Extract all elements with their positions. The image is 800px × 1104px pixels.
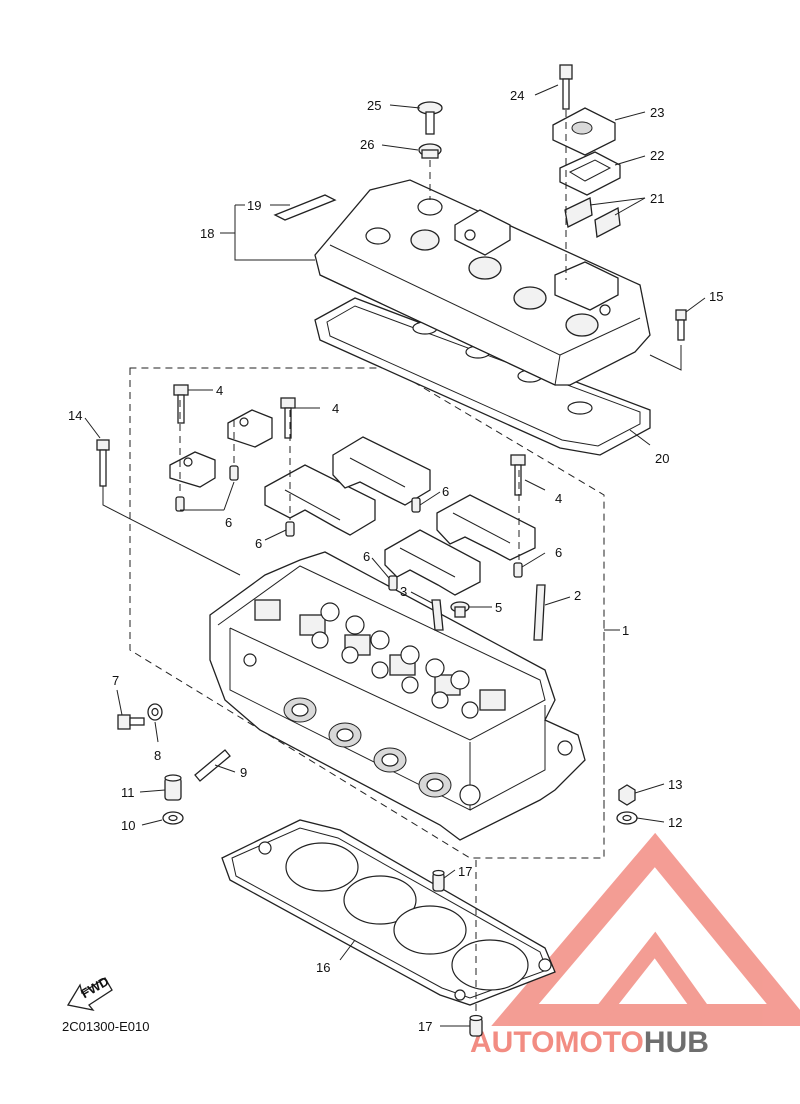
watermark-text: AUTOMOTOHUB <box>470 1026 709 1059</box>
callout-4c: 4 <box>555 491 562 506</box>
cylinder-head <box>209 551 586 841</box>
camshaft-cap-left-b <box>227 409 273 448</box>
callout-22: 22 <box>650 148 664 163</box>
dowel-pin-upper <box>432 869 445 892</box>
callout-6a: 6 <box>225 515 232 530</box>
cap-bolt-right <box>510 454 526 496</box>
collar-11 <box>164 774 182 801</box>
camshaft-cap-center-b <box>332 436 431 506</box>
stud-9 <box>194 749 231 782</box>
plate-19 <box>273 194 337 221</box>
reed-valves-21 <box>564 197 621 239</box>
callout-14: 14 <box>68 408 82 423</box>
callout-12: 12 <box>668 815 682 830</box>
camshaft-cap-center-c <box>384 529 481 596</box>
callout-24: 24 <box>510 88 524 103</box>
callout-6d: 6 <box>442 484 449 499</box>
callout-19: 19 <box>247 198 261 213</box>
callout-6b: 6 <box>255 536 262 551</box>
callout-17b: 17 <box>418 1019 432 1034</box>
oil-pipe-3 <box>431 599 444 631</box>
bolt-7 <box>117 714 145 730</box>
callout-4a: 4 <box>216 383 223 398</box>
reed-plate-22 <box>559 151 621 196</box>
callout-25: 25 <box>367 98 381 113</box>
dowel-pin-lower <box>469 1014 483 1037</box>
callout-6c: 6 <box>363 549 370 564</box>
head-cover <box>314 179 651 386</box>
callout-labels: 1 2 3 4 4 4 5 6 6 6 6 6 6 6 7 8 9 10 11 … <box>68 88 723 1034</box>
callout-23: 23 <box>650 105 664 120</box>
callout-21: 21 <box>650 191 664 206</box>
dowel-pins-6 <box>175 465 523 591</box>
head-cover-gasket <box>314 297 651 456</box>
callout-6e: 6 <box>555 545 562 560</box>
callout-13: 13 <box>668 777 682 792</box>
callout-1: 1 <box>622 623 629 638</box>
camshaft-cap-left-a <box>169 451 216 488</box>
cap-bolt-center <box>280 397 296 439</box>
callout-8: 8 <box>154 748 161 763</box>
oil-pipe-2 <box>533 584 546 641</box>
long-bolt-14 <box>96 439 110 487</box>
washer-8 <box>147 703 163 721</box>
callout-3: 3 <box>400 584 407 599</box>
fwd-arrow-icon <box>66 977 113 1011</box>
camshaft-cap-right <box>436 494 536 561</box>
assembly-dashed-outlines <box>129 367 605 859</box>
callout-11: 11 <box>121 785 135 800</box>
spark-plug-15 <box>675 309 687 341</box>
bolt-24 <box>559 64 573 110</box>
callout-20: 20 <box>655 451 669 466</box>
callout-5: 5 <box>495 600 502 615</box>
callout-18: 18 <box>200 226 214 241</box>
watermark-logo <box>491 832 800 1026</box>
callout-7: 7 <box>112 673 119 688</box>
grommet-26 <box>418 143 442 159</box>
grommet-bolt-25 <box>417 101 443 135</box>
callout-4b: 4 <box>332 401 339 416</box>
washer-10 <box>162 811 184 825</box>
callout-2: 2 <box>574 588 581 603</box>
callout-16: 16 <box>316 960 330 975</box>
cover-23 <box>552 107 616 156</box>
diagram-code: 2C01300-E010 <box>62 1019 149 1034</box>
nut-13 <box>618 784 636 806</box>
callout-9: 9 <box>240 765 247 780</box>
plug-5 <box>450 601 470 618</box>
watermark-part1: AUTOMOTO <box>470 1026 644 1059</box>
callout-10: 10 <box>121 818 135 833</box>
watermark-part2: HUB <box>644 1026 709 1059</box>
callout-26: 26 <box>360 137 374 152</box>
leader-lines <box>84 84 706 1027</box>
washer-12 <box>616 811 638 825</box>
head-gasket <box>221 819 556 1006</box>
cap-bolt-left <box>173 384 189 424</box>
callout-15: 15 <box>709 289 723 304</box>
callout-17a: 17 <box>458 864 472 879</box>
